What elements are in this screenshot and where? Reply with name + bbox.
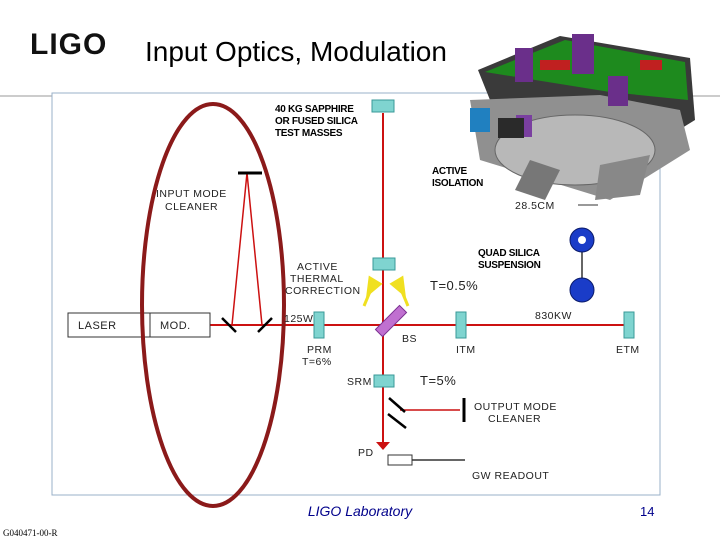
etm-optic <box>623 311 635 339</box>
laser-label: LASER <box>78 320 117 332</box>
distance-label: 28.5CM <box>515 200 555 212</box>
ligo-logo: LIGO <box>30 28 108 61</box>
footer-doc-id: G040471-00-R <box>3 528 58 538</box>
itm-optic <box>455 311 467 339</box>
input-optics-highlight-ellipse <box>140 102 286 508</box>
etm-top-optic <box>371 99 395 113</box>
gw-readout-label: GW READOUT <box>472 470 549 482</box>
photodiode <box>387 454 413 466</box>
mod-label: MOD. <box>160 320 191 332</box>
footer-lab-name: LIGO Laboratory <box>307 503 413 519</box>
quad-suspension-masses-image <box>569 227 595 303</box>
thermal-correction-arrows <box>362 275 410 307</box>
etm-label: ETM <box>616 344 640 356</box>
bs-label: BS <box>402 333 417 345</box>
imc-right-mirror <box>257 317 273 333</box>
arm-power-label: 830KW <box>535 310 572 322</box>
omc-mirror-1 <box>388 397 406 413</box>
imc-left-mirror <box>221 317 237 333</box>
suspension-render-image <box>470 34 695 200</box>
srm-label: SRM <box>347 376 372 388</box>
pd-arrow <box>376 442 390 450</box>
laser-power-label: 125W <box>284 313 313 325</box>
slide-title: Input Optics, Modulation <box>145 36 447 67</box>
mod-box <box>149 312 211 338</box>
optics <box>313 99 635 388</box>
pd-label: PD <box>358 447 374 459</box>
itm-transmission-label: T=0.5% <box>430 278 478 293</box>
footer-page-number: 14 <box>640 504 655 519</box>
prm-optic <box>313 311 325 339</box>
omc-mirror-2 <box>387 413 407 429</box>
itm-top-optic <box>372 257 396 271</box>
srm-transmission-label: T=5% <box>420 373 456 388</box>
srm-optic <box>373 374 395 388</box>
itm-label: ITM <box>456 344 476 356</box>
beam-splitter <box>374 304 408 338</box>
